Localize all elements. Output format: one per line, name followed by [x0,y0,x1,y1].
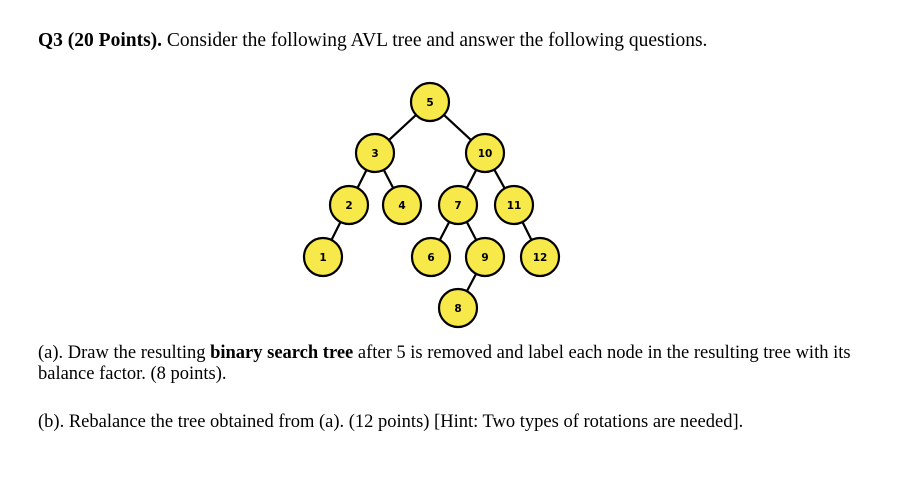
question-label: Q3 (20 Points). [38,30,163,51]
tree-edge-2-1 [330,221,342,241]
tree-edge-3-4 [382,169,395,189]
tree-node-label: 12 [533,252,548,264]
tree-edge-11-12 [521,221,533,241]
tree-node-10: 10 [464,132,506,174]
question-heading: Q3 (20 Points). Consider the following A… [38,29,707,53]
tree-node-label: 9 [481,252,488,264]
tree-node-9: 9 [464,236,506,278]
tree-node-1: 1 [302,236,344,278]
tree-node-7: 7 [437,184,479,226]
tree-node-circle [409,81,451,123]
tree-node-circle [410,236,452,278]
tree-edge-10-7 [465,169,478,189]
tree-node-label: 1 [319,252,326,264]
tree-node-3: 3 [354,132,396,174]
tree-node-circle [302,236,344,278]
tree-node-5: 5 [409,81,451,123]
tree-node-circle [519,236,561,278]
tree-edges [330,114,533,292]
tree-edge-5-3 [388,114,417,141]
tree-node-12: 12 [519,236,561,278]
question-text: Consider the following AVL tree and answ… [162,30,708,51]
tree-node-circle [437,287,479,329]
part-a-bold: binary search tree [210,343,354,363]
part-a-prefix: (a). Draw the resulting [38,343,211,363]
tree-node-2: 2 [328,184,370,226]
tree-node-circle [464,236,506,278]
part-a-suffix: after 5 is removed and label each node i… [38,343,851,384]
tree-node-label: 10 [478,148,493,160]
tree-edge-10-11 [493,169,506,189]
tree-node-label: 3 [371,148,378,160]
tree-node-label: 2 [345,200,352,212]
tree-node-circle [464,132,506,174]
part-a-text: (a). Draw the resulting binary search tr… [38,343,858,385]
tree-node-label: 6 [427,252,434,264]
tree-edge-9-8 [465,273,478,292]
tree-node-label: 8 [454,303,461,315]
tree-node-8: 8 [437,287,479,329]
part-b-text: (b). Rebalance the tree obtained from (a… [38,412,744,432]
tree-node-circle [437,184,479,226]
tree-node-circle [493,184,535,226]
tree-node-circle [381,184,423,226]
tree-node-label: 7 [454,200,461,212]
tree-edge-7-6 [438,221,451,241]
tree-edge-3-2 [356,169,368,189]
tree-node-circle [328,184,370,226]
tree-node-6: 6 [410,236,452,278]
tree-node-4: 4 [381,184,423,226]
tree-edge-5-10 [443,114,472,141]
tree-node-label: 11 [507,200,522,212]
tree-node-label: 4 [398,200,405,212]
tree-node-label: 5 [426,97,433,109]
tree-node-circle [354,132,396,174]
tree-node-11: 11 [493,184,535,226]
tree-edge-7-9 [465,221,478,241]
